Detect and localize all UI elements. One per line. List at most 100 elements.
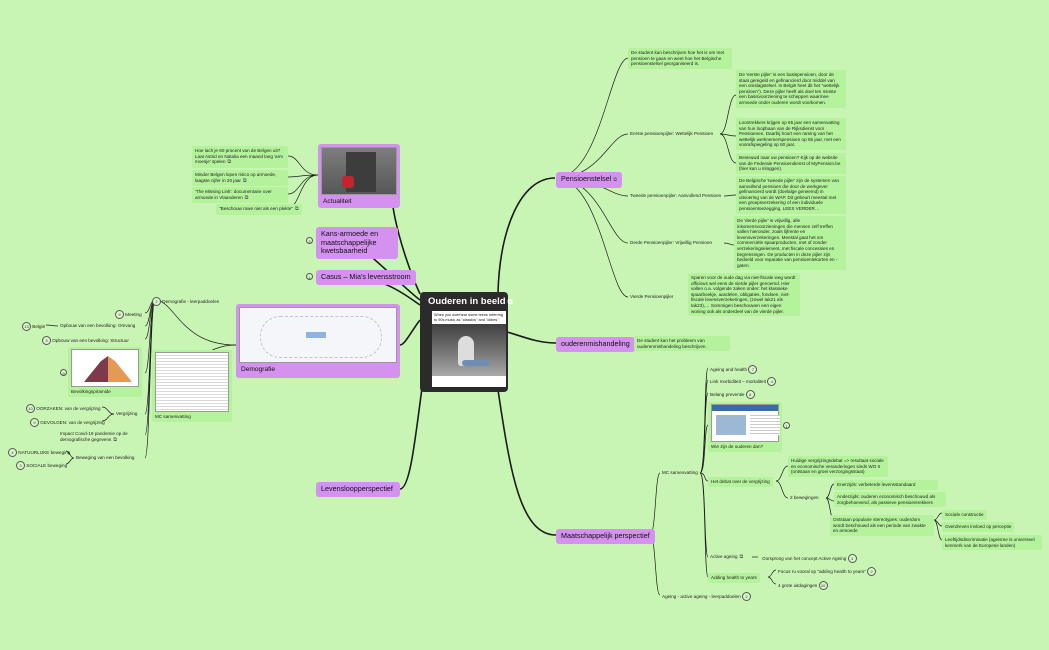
pijler1-c[interactable]: Benieuwd naar uw pensioen? Kijk op de we… bbox=[736, 153, 846, 174]
count-badge-icon[interactable]: 3 bbox=[42, 336, 51, 345]
meme-caption: When you overhear some teens referring t… bbox=[434, 313, 504, 322]
topic-text: Impact Covid-19 pandemie op de demografi… bbox=[60, 431, 128, 442]
branch-kans-armoede[interactable]: Kans-armoede en maatschappelijke kwetsba… bbox=[316, 227, 398, 259]
opbouw-structuur[interactable]: 3 Opbouw van een bevolking: Structuur bbox=[40, 335, 131, 346]
pijler1-a[interactable]: De 'eerste pijler' is een basispensioen,… bbox=[736, 70, 846, 108]
focus-adding-health[interactable]: Focus ru vooral op "adding health to yea… bbox=[776, 566, 878, 577]
actualiteit-b[interactable]: Minder Belgen lopen risico op armoede, l… bbox=[192, 170, 288, 187]
active-ageing[interactable]: Active ageing⧉ bbox=[708, 553, 745, 562]
topic-text: SOCIALE beweging bbox=[26, 463, 68, 468]
branch-actualiteit[interactable]: Actualiteit bbox=[318, 144, 400, 208]
leeftijdsdiscriminatie[interactable]: Leeftijdsdiscriminatie (ageisme is unive… bbox=[942, 535, 1042, 551]
topic-text: GEVOLGEN: van de vergrijzing bbox=[40, 420, 105, 425]
external-link-icon[interactable]: ⧉ bbox=[739, 554, 744, 560]
count-badge-icon[interactable]: 2 bbox=[741, 592, 751, 601]
adding-health[interactable]: Adding health to years bbox=[708, 573, 760, 583]
branch-ouderenmishandeling[interactable]: ouderenmishandeling bbox=[556, 337, 635, 352]
opbouw-omvang[interactable]: Opbouw van een bevolking: Omvang bbox=[58, 322, 137, 330]
twee-bewegingen[interactable]: 2 bewegingen bbox=[790, 495, 819, 500]
external-link-icon[interactable]: ⧉ bbox=[295, 206, 299, 212]
topic-text: Bevolkingspiramide bbox=[71, 389, 111, 394]
belang-preventie[interactable]: Belang preventie 6 bbox=[708, 389, 757, 400]
meme-card: When you overhear some teens referring t… bbox=[432, 311, 506, 387]
grote-uitdagingen[interactable]: 4 grote uitdagingen 10 bbox=[776, 580, 830, 591]
pijler4-a[interactable]: Sparen voor de oude dag via niet-fiscale… bbox=[688, 273, 800, 317]
link-morbiditeit[interactable]: Link morbiditeit – mortaliteit 4 bbox=[708, 376, 778, 387]
count-badge-icon[interactable]: 6 bbox=[745, 390, 755, 399]
sociale-constructie[interactable]: Sociale constructie bbox=[942, 510, 987, 520]
count-badge-icon[interactable]: 1 bbox=[306, 273, 313, 280]
branch-pensioenstelsel[interactable]: Pensioenstelsel⧉ bbox=[556, 172, 622, 188]
debat-vergrijzing[interactable]: Het debat over de vergrijzing bbox=[708, 477, 773, 487]
beweging[interactable]: Beweging van een bevolking bbox=[76, 455, 135, 460]
meting[interactable]: 9 Meeting bbox=[113, 309, 144, 320]
external-link-icon[interactable]: ⧉ bbox=[507, 299, 513, 306]
ageing-health[interactable]: Ageing and health 7 bbox=[708, 364, 759, 375]
meme-photo bbox=[432, 324, 506, 377]
demografie-mc[interactable]: MC samenvatting bbox=[152, 350, 232, 422]
thumb-lines bbox=[260, 316, 382, 358]
sociale-beweging[interactable]: 3 SOCIALE beweging bbox=[14, 460, 69, 471]
branch-demografie[interactable]: Demografie bbox=[236, 304, 400, 378]
external-link-icon[interactable]: ⧉ bbox=[613, 177, 617, 183]
topic-text: Link morbiditeit – mortaliteit bbox=[710, 379, 766, 384]
count-badge-icon[interactable]: 10 bbox=[818, 581, 828, 590]
anderzijds[interactable]: Anderzijds: ouderen economisch beschouwd… bbox=[834, 492, 946, 508]
count-badge-icon[interactable]: 1 bbox=[783, 422, 790, 429]
pijler1-b[interactable]: Loontrekkers krijgen op 65 jaar een same… bbox=[736, 118, 846, 150]
bevolkingspiramide[interactable]: Bevolkingspiramide bbox=[68, 347, 142, 397]
branch-levensloopperspectief[interactable]: Levensloopperspectief bbox=[316, 482, 400, 497]
pijler3-a[interactable]: De 'derde pijler' is vrijwillig, alle in… bbox=[734, 216, 846, 271]
external-link-icon[interactable]: ⧉ bbox=[242, 177, 247, 184]
vergrijzing[interactable]: Vergrijzing bbox=[116, 411, 138, 416]
gevolgen[interactable]: 9 GEVOLGEN: van de vergrijzing bbox=[28, 417, 107, 428]
count-badge-icon[interactable]: 9 bbox=[30, 418, 39, 427]
external-link-icon[interactable]: ⧉ bbox=[113, 436, 117, 443]
count-badge-icon[interactable]: 9 bbox=[115, 310, 124, 319]
count-badge-icon[interactable]: 3 bbox=[16, 461, 25, 470]
ontstaan-stereotypes[interactable]: Ontstaan populaire stereotypes: ouderdom… bbox=[830, 515, 934, 536]
ageing-leerpaddoelen[interactable]: Ageing - active ageing - leerpaddoelen 2 bbox=[660, 591, 753, 602]
red-figure bbox=[342, 176, 354, 188]
pijler2-label[interactable]: Tweede pensioenpijler: Aanvullend Pensio… bbox=[628, 192, 728, 200]
pijler3-label[interactable]: Derde Pensioenpijler: Vrijwillig Pensioe… bbox=[628, 239, 728, 247]
topic-text: Hoe lach je 60 procent van de Belgen uit… bbox=[195, 148, 283, 165]
oorsprong-active-ageing[interactable]: Oorsprong van het concept Active Ageing … bbox=[760, 553, 859, 564]
branch-maatschappelijk-perspectief[interactable]: Maatschappelijk perspectief bbox=[556, 529, 655, 544]
topic-text: Belang preventie bbox=[710, 392, 745, 397]
count-badge-icon[interactable]: 2 bbox=[867, 567, 877, 576]
count-badge-icon[interactable]: 9 bbox=[60, 369, 67, 376]
count-badge-icon[interactable]: 10 bbox=[26, 404, 35, 413]
demografie-leerpad[interactable]: 2 Demografie - leerpaddoelen bbox=[150, 296, 221, 307]
count-badge-icon[interactable]: 7 bbox=[748, 365, 758, 374]
count-badge-icon[interactable]: 4 bbox=[767, 377, 777, 386]
belgie[interactable]: 13 België bbox=[20, 321, 47, 332]
actualiteit-c[interactable]: 'The Missing Link': documentaire over ar… bbox=[192, 187, 288, 204]
pijler4-label[interactable]: Vierde Pensioenpijler bbox=[628, 293, 692, 301]
huidige-debat[interactable]: Huidige vergrijzingsdebat => resultaat s… bbox=[788, 456, 888, 477]
branch-casus[interactable]: Casus – Mia's levensstroom bbox=[316, 270, 416, 285]
wie-zijn-ouderen[interactable]: Wie zijn de ouderen dan? bbox=[708, 402, 782, 452]
actualiteit-a[interactable]: Hoe lach je 60 procent van de Belgen uit… bbox=[192, 146, 288, 168]
pijler2-a[interactable]: De Belgische 'tweede pijler' zijn de sys… bbox=[736, 176, 846, 214]
mishandeling-a[interactable]: De student kan het probleem van ouderenm… bbox=[634, 336, 730, 352]
pensioen-intro[interactable]: De student kan beschrijven hoe het is om… bbox=[628, 48, 732, 69]
count-badge-icon[interactable]: 13 bbox=[22, 322, 31, 331]
count-badge-icon[interactable]: 4 bbox=[847, 554, 857, 563]
natuurlijke-beweging[interactable]: 4 NATUURLIJKE beweging bbox=[6, 447, 72, 458]
count-badge-icon[interactable]: 4 bbox=[8, 448, 17, 457]
maatschappelijk-mc[interactable]: MC samenvatting bbox=[662, 470, 698, 475]
topic-text: NATUURLIJKE beweging bbox=[18, 450, 71, 455]
enerzijds[interactable]: Enerzijds: verbeterde levensstandaard bbox=[834, 480, 938, 490]
pijler1-label[interactable]: Eerste pensioenpijler: Wettelijk Pensioe… bbox=[628, 130, 724, 138]
count-badge-icon[interactable]: 2 bbox=[152, 297, 161, 306]
overdreven-invloed[interactable]: Overdreven invloed op perceptie bbox=[942, 522, 1015, 532]
topic-text: Minder Belgen lopen risico op armoede, l… bbox=[195, 172, 277, 183]
central-topic[interactable]: Ouderen in beeld⧉ When you overhear some… bbox=[420, 292, 513, 392]
count-badge-icon[interactable]: 3 bbox=[306, 237, 313, 244]
oorzaken[interactable]: 10 OORZAKEN: van de vergrijzing bbox=[24, 403, 103, 414]
actualiteit-d[interactable]: "Beschouw rowe niet als een plekte"⧉ bbox=[216, 204, 302, 215]
impact-covid[interactable]: Impact Covid-19 pandemie op de demografi… bbox=[58, 430, 146, 444]
external-link-icon[interactable]: ⧉ bbox=[227, 159, 232, 166]
external-link-icon[interactable]: ⧉ bbox=[244, 194, 249, 201]
